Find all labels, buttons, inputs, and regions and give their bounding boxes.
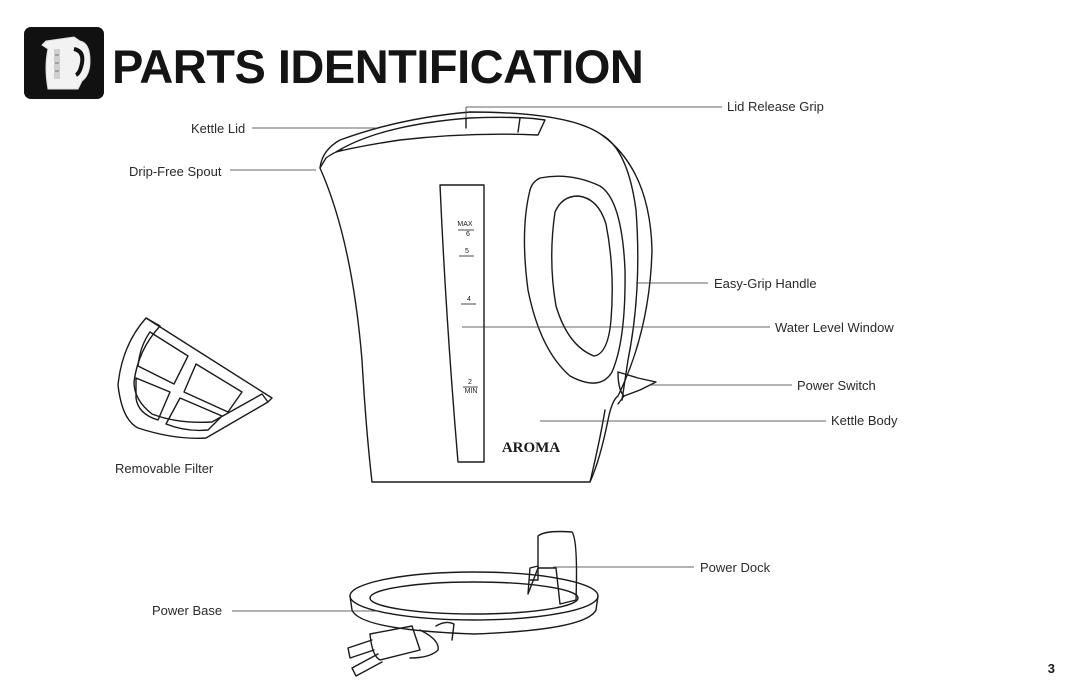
label-power-dock: Power Dock bbox=[700, 560, 771, 575]
label-easy-grip-handle: Easy-Grip Handle bbox=[714, 276, 817, 291]
kettle-lid-outline bbox=[335, 116, 546, 153]
label-power-base: Power Base bbox=[152, 603, 223, 618]
brand-logo: AROMA bbox=[502, 440, 560, 456]
water-window-outline bbox=[439, 184, 485, 463]
power-dock-drawing bbox=[527, 530, 578, 605]
power-base-drawing bbox=[347, 530, 599, 677]
page-title: PARTS IDENTIFICATION bbox=[112, 40, 644, 93]
window-4-text: 4 bbox=[467, 296, 471, 303]
label-removable-filter: Removable Filter bbox=[115, 461, 214, 476]
handle-inner bbox=[551, 195, 613, 357]
kettle-body-outline bbox=[319, 111, 653, 483]
window-min-text: MIN bbox=[465, 388, 478, 395]
label-kettle-body: Kettle Body bbox=[831, 413, 898, 428]
window-2-text: 2 bbox=[468, 379, 472, 386]
kettle-icon bbox=[24, 27, 104, 99]
spout-outline bbox=[319, 149, 343, 169]
label-lid-release-grip: Lid Release Grip bbox=[727, 99, 824, 114]
label-drip-free-spout: Drip-Free Spout bbox=[129, 164, 222, 179]
handle-grip bbox=[523, 175, 626, 384]
label-power-switch: Power Switch bbox=[797, 378, 876, 393]
window-6-text: 6 bbox=[466, 231, 470, 238]
window-5-text: 5 bbox=[465, 248, 469, 255]
removable-filter-drawing bbox=[117, 317, 273, 439]
page-number: 3 bbox=[1047, 661, 1055, 676]
label-water-level-window: Water Level Window bbox=[775, 320, 894, 335]
label-kettle-lid: Kettle Lid bbox=[191, 121, 246, 136]
window-max-text: MAX bbox=[457, 221, 473, 228]
handle-outer bbox=[601, 134, 639, 401]
